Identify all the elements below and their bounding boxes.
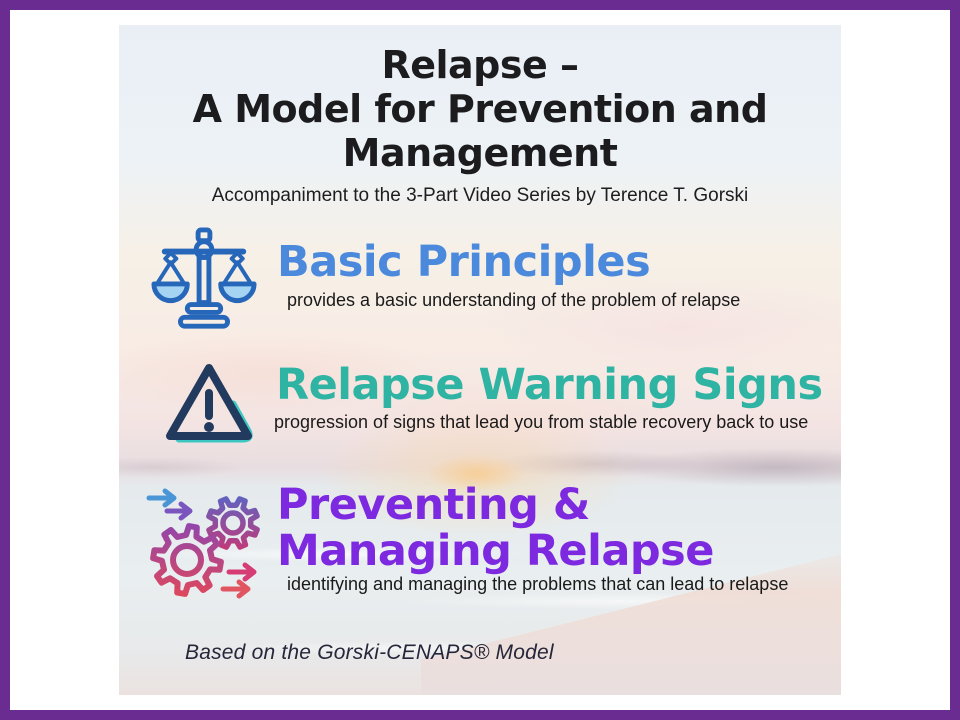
title-block: Relapse – A Model for Prevention and Man… — [119, 43, 841, 175]
background-photo-beach-sunset: Relapse – A Model for Prevention and Man… — [119, 25, 841, 695]
footer-attribution: Based on the Gorski-CENAPS® Model — [185, 641, 554, 664]
page-title-line-2: A Model for Prevention and — [192, 87, 768, 131]
subtitle: Accompaniment to the 3-Part Video Series… — [211, 185, 749, 206]
section-description-basic-principles: provides a basic understanding of the pr… — [287, 290, 741, 310]
section-basic-principles: Basic Principles provides a basic unders… — [119, 225, 841, 365]
section-relapse-warning-signs: Relapse Warning Signs progression of sig… — [119, 360, 841, 485]
section-description-relapse-warning-signs: progression of signs that lead you from … — [274, 412, 809, 432]
section-heading-basic-principles: Basic Principles — [277, 237, 651, 287]
scales-of-justice-icon — [150, 227, 258, 335]
page-title-line-1: Relapse – — [381, 43, 579, 87]
gears-process-icon — [143, 484, 265, 606]
section-heading-relapse-warning-signs: Relapse Warning Signs — [276, 360, 823, 410]
page-title-line-3: Management — [342, 131, 618, 175]
section-heading-preventing-managing-relapse: Preventing & Managing Relapse — [277, 480, 714, 576]
section-description-preventing-managing-relapse: identifying and managing the problems th… — [287, 574, 789, 594]
section-preventing-managing-relapse: Preventing & Managing Relapse identifyin… — [119, 480, 841, 635]
warning-triangle-icon — [159, 360, 259, 456]
